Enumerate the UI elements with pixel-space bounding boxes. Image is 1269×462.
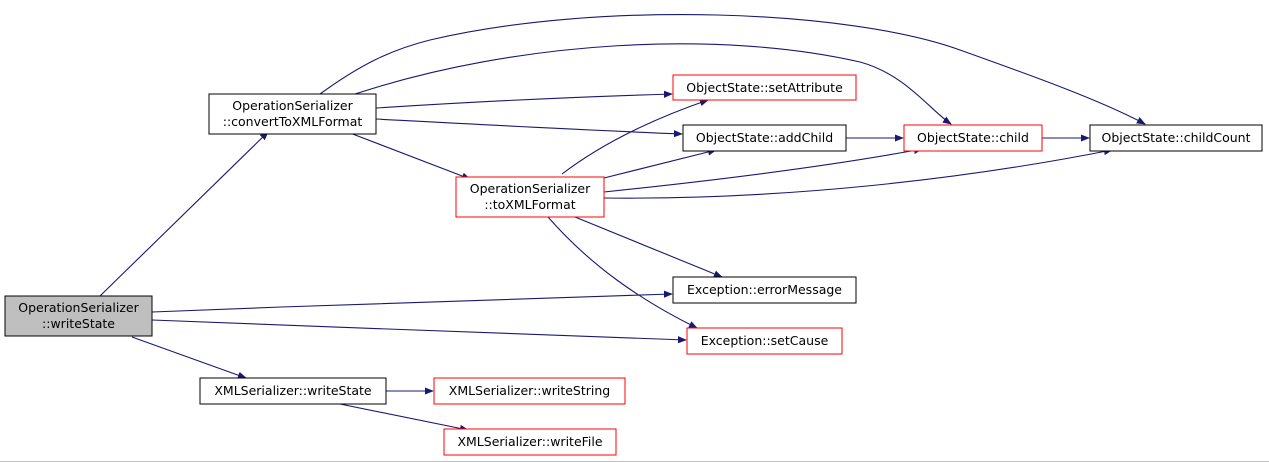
edge-convertToXMLFormat-to-toXMLFormat [349,132,471,180]
node-objectstate-childcount[interactable]: ObjectState::childCount [1089,124,1263,152]
node-label-line: ::toXMLFormat [484,197,575,212]
node-label-line: OperationSerializer [470,181,591,196]
edge-root-to-convertToXMLFormat [99,131,269,297]
edge-root-to-setCause [151,319,687,344]
node-label-line: OperationSerializer [18,300,139,315]
edges [99,14,1146,432]
node-objectstate-addchild[interactable]: ObjectState::addChild [682,124,847,152]
edge-toXMLFormat-to-setCause [547,216,698,329]
edge-toXMLFormat-to-childCount [603,148,1113,199]
edge-root-to-xmlWriteState [131,336,247,379]
node-label-line: Exception::errorMessage [687,282,842,297]
node-label-line: ObjectState::setAttribute [686,80,843,95]
node-xmlserializer-writefile[interactable]: XMLSerializer::writeFile [443,428,617,456]
node-operationserializer-converttoxmlformat[interactable]: OperationSerializer ::convertToXMLFormat [208,93,377,135]
node-xmlserializer-writestate[interactable]: XMLSerializer::writeState [199,377,387,405]
node-label-line: OperationSerializer [232,98,353,113]
edge-convertToXMLFormat-to-childCount [319,14,1146,125]
edge-toXMLFormat-to-child [603,146,923,193]
node-label-line: Exception::setCause [701,333,829,348]
node-objectstate-setattribute[interactable]: ObjectState::setAttribute [672,74,857,101]
edge-toXMLFormat-to-setAttribute [561,99,709,175]
node-label-line: ObjectState::childCount [1101,130,1250,145]
node-label-line: ObjectState::addChild [696,130,833,145]
node-exception-errormessage[interactable]: Exception::errorMessage [672,276,857,304]
edge-convertToXMLFormat-to-setAttribute [375,90,673,109]
node-label-line: ::writeState [42,316,115,331]
node-exception-setcause[interactable]: Exception::setCause [686,327,843,355]
edge-toXMLFormat-to-errorMessage [574,216,723,278]
edge-convertToXMLFormat-to-child [354,43,952,125]
edge-toXMLFormat-to-addChild [603,148,717,179]
edge-root-to-errorMessage [151,290,673,313]
node-xmlserializer-writestring[interactable]: XMLSerializer::writeString [433,377,626,405]
edge-convertToXMLFormat-to-addChild [375,118,683,138]
node-label-line: XMLSerializer::writeString [449,383,610,398]
edge-xmlWriteState-to-writeFile [339,403,469,432]
node-operationserializer-writestate[interactable]: OperationSerializer ::writeState [4,295,153,337]
nodes: OperationSerializer ::writeState Operati… [4,74,1263,456]
node-operationserializer-toxmlformat[interactable]: OperationSerializer ::toXMLFormat [455,176,605,218]
node-label-line: ObjectState::child [917,130,1029,145]
node-label-line: ::convertToXMLFormat [223,114,363,129]
node-objectstate-child[interactable]: ObjectState::child [903,124,1043,152]
node-label-line: XMLSerializer::writeFile [457,434,602,449]
node-label-line: XMLSerializer::writeState [214,383,372,398]
